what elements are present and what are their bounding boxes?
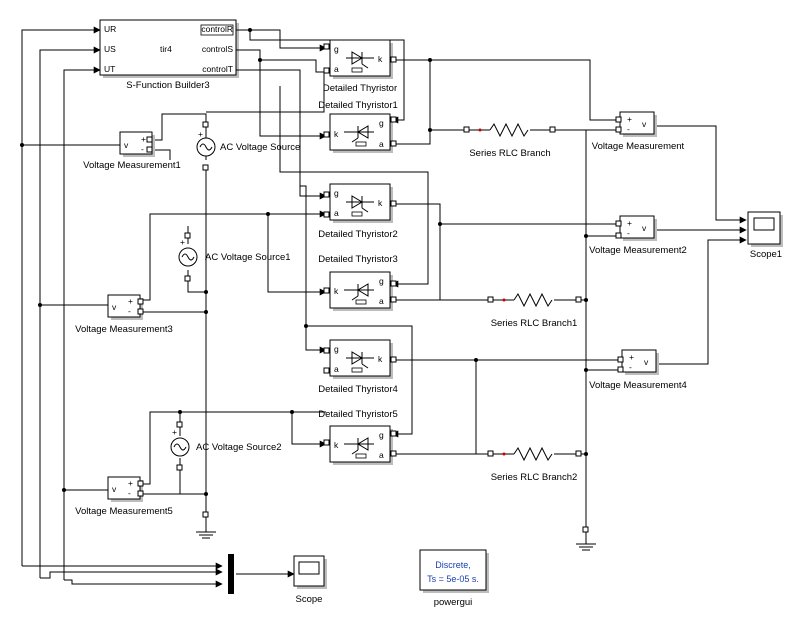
vm-0-port-minus: - bbox=[627, 124, 630, 134]
sfun-port-controlt: controlT bbox=[202, 64, 233, 74]
vm-5-port-v: v bbox=[112, 484, 117, 494]
thyristor-3[interactable]: k g a bbox=[329, 271, 393, 311]
thyristor-4-port-g: g bbox=[334, 344, 339, 354]
ac-source-0-label: AC Voltage Source bbox=[220, 142, 300, 153]
rlc-branch-0-label: Series RLC Branch bbox=[469, 148, 550, 159]
thyristor-1-port-g: g bbox=[379, 118, 384, 128]
mux-block[interactable] bbox=[228, 554, 234, 594]
vm-0-port-v: v bbox=[642, 119, 647, 129]
sfun-inner-rect bbox=[200, 24, 234, 36]
vm-1-label: Voltage Measurement1 bbox=[83, 160, 181, 171]
thyristor-5[interactable]: k g a bbox=[329, 425, 393, 465]
rlc-branch-1[interactable] bbox=[492, 292, 578, 308]
signal-wires bbox=[21, 26, 747, 588]
thyristor-1-label: Detailed Thyristor1 bbox=[318, 100, 398, 111]
thyristor-5-port-k: k bbox=[334, 440, 339, 450]
vm-5-label: Voltage Measurement5 bbox=[75, 506, 173, 517]
thyristor-5-port-g: g bbox=[379, 430, 384, 440]
thyristor-0-port-g: g bbox=[334, 44, 339, 54]
vm-2-port-minus: - bbox=[627, 228, 630, 238]
thyristor-0-label: Detailed Thyristor bbox=[323, 83, 397, 94]
ac-source-2[interactable]: + bbox=[170, 427, 190, 457]
thyristor-1-port-a: a bbox=[379, 139, 384, 149]
powergui-block[interactable]: Discrete, Ts = 5e-05 s. bbox=[419, 549, 489, 593]
ac-source-2-plus: + bbox=[172, 427, 177, 437]
vm-4-port-plus: + bbox=[629, 352, 634, 362]
vm-0-label: Voltage Measurement bbox=[592, 141, 685, 152]
powergui-label: powergui bbox=[434, 597, 473, 608]
junction-dots bbox=[20, 28, 588, 496]
sfun-port-ut: UT bbox=[104, 64, 115, 74]
thyristor-3-label: Detailed Thyristor3 bbox=[318, 254, 398, 265]
powergui-line2: Ts = 5e-05 s. bbox=[427, 574, 479, 584]
rlc-branch-2[interactable] bbox=[492, 446, 578, 462]
voltage-measurement-1[interactable]: v + - bbox=[119, 131, 155, 157]
voltage-measurement-4[interactable]: + - v bbox=[621, 349, 659, 375]
vm-2-port-v: v bbox=[642, 223, 647, 233]
sfun-label: S-Function Builder3 bbox=[126, 80, 209, 91]
thyristor-4-port-a: a bbox=[334, 364, 339, 374]
thyristor-3-port-a: a bbox=[379, 296, 384, 306]
thyristor-2-port-a: a bbox=[334, 208, 339, 218]
vm-2-port-plus: + bbox=[627, 218, 632, 228]
thyristor-3-port-k: k bbox=[334, 286, 339, 296]
voltage-measurement-2[interactable]: + - v bbox=[619, 215, 657, 241]
s-function-builder-block[interactable]: UR US UT controlR controlS controlT tir4 bbox=[99, 19, 239, 78]
vm-3-port-plus: + bbox=[128, 296, 133, 306]
thyristor-2-port-g: g bbox=[334, 188, 339, 198]
vm-1-port-plus: + bbox=[141, 134, 146, 144]
rlc-branch-0[interactable] bbox=[468, 122, 552, 138]
vm-4-port-v: v bbox=[644, 357, 649, 367]
scope-block[interactable] bbox=[293, 555, 327, 589]
thyristor-2-label: Detailed Thyristor2 bbox=[318, 229, 398, 240]
vm-3-port-minus: - bbox=[128, 306, 131, 316]
thyristor-2-port-k: k bbox=[378, 198, 383, 208]
vm-4-label: Voltage Measurement4 bbox=[589, 380, 687, 391]
sfun-inner-label: tir4 bbox=[160, 44, 172, 54]
sfun-port-ur: UR bbox=[104, 24, 116, 34]
powergui-line1: Discrete, bbox=[435, 560, 471, 570]
thyristor-5-port-a: a bbox=[379, 450, 384, 460]
rlc-branch-1-label: Series RLC Branch1 bbox=[491, 318, 578, 329]
vm-3-label: Voltage Measurement3 bbox=[75, 324, 173, 335]
ac-source-0[interactable]: + bbox=[196, 129, 216, 157]
ac-source-2-label: AC Voltage Source2 bbox=[196, 442, 282, 453]
ac-source-1[interactable]: + bbox=[178, 237, 198, 267]
ac-source-0-plus: + bbox=[198, 129, 203, 139]
scope-label: Scope bbox=[296, 594, 323, 605]
ac-source-1-plus: + bbox=[180, 237, 185, 247]
thyristor-0-port-k: k bbox=[378, 54, 383, 64]
vm-1-port-v: v bbox=[124, 140, 129, 150]
thyristor-4-label: Detailed Thyristor4 bbox=[318, 384, 398, 395]
scope1-block[interactable] bbox=[747, 211, 783, 247]
thyristor-5-label: Detailed Thyristor5 bbox=[318, 409, 398, 420]
vm-5-port-plus: + bbox=[128, 478, 133, 488]
thyristor-0[interactable]: g a k bbox=[329, 39, 393, 79]
sfun-port-controls: controlS bbox=[202, 44, 234, 54]
sfun-port-controlr: controlR bbox=[201, 24, 233, 34]
rlc-branch-2-label: Series RLC Branch2 bbox=[491, 472, 578, 483]
thyristor-1-port-k: k bbox=[334, 129, 339, 139]
thyristor-1[interactable]: k g a bbox=[329, 113, 393, 153]
thyristor-4-port-k: k bbox=[378, 354, 383, 364]
thyristor-0-port-a: a bbox=[334, 64, 339, 74]
vm-2-label: Voltage Measurement2 bbox=[589, 245, 687, 256]
vm-0-port-plus: + bbox=[627, 114, 632, 124]
thyristor-2[interactable]: g a k bbox=[329, 183, 393, 223]
sfun-port-us: US bbox=[104, 44, 116, 54]
thyristor-3-port-g: g bbox=[379, 276, 384, 286]
ac-source-1-label: AC Voltage Source1 bbox=[205, 252, 291, 263]
vm-5-port-minus: - bbox=[128, 488, 131, 498]
vm-1-port-minus: - bbox=[141, 144, 144, 154]
vm-4-port-minus: - bbox=[629, 362, 632, 372]
port-connectors bbox=[137, 43, 624, 533]
voltage-measurement-0[interactable]: + - v bbox=[619, 111, 657, 137]
voltage-measurement-5[interactable]: v + - bbox=[107, 476, 143, 502]
voltage-measurement-3[interactable]: v + - bbox=[107, 294, 143, 320]
vm-3-port-v: v bbox=[112, 302, 117, 312]
scope1-label: Scope1 bbox=[750, 249, 782, 260]
thyristor-4[interactable]: g a k bbox=[329, 339, 393, 379]
